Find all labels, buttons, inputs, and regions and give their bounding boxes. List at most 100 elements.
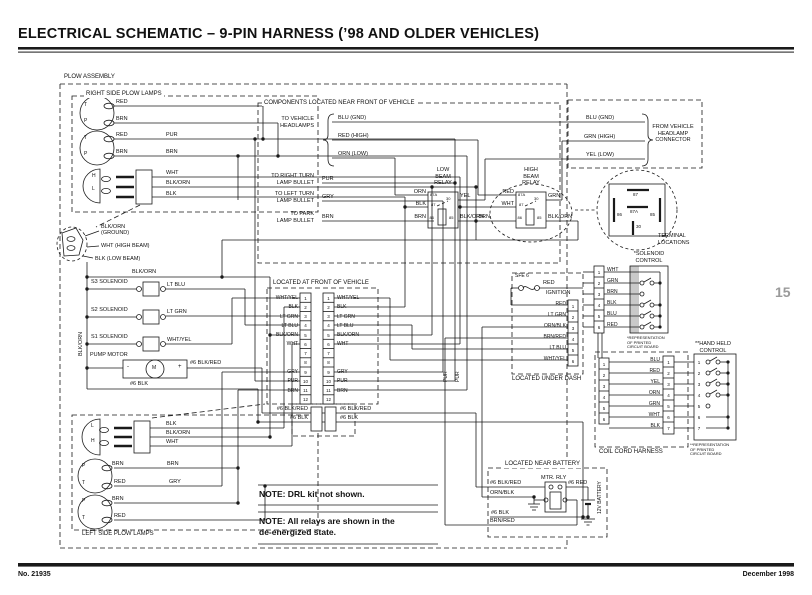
components-box <box>257 102 645 264</box>
front-connector <box>258 139 583 437</box>
wire-label: GRY <box>169 479 181 485</box>
relay-pin: 30 <box>446 195 451 201</box>
to-headlamps-label: TO VEHICLE HEADLAMPS <box>280 116 314 129</box>
low-beam-label: BLK (LOW BEAM) <box>95 256 141 262</box>
relay-pin: 85 <box>537 214 542 220</box>
front-right-wires-top: WHT/YEL BLK LT GRN LT BLU BLK/ORN WHT <box>337 295 360 348</box>
wire-label: BRN <box>112 461 124 467</box>
battery-area <box>445 413 608 538</box>
relay-pin: 85 <box>449 214 454 220</box>
high-beam-relay <box>221 140 645 277</box>
wire-label: #6 BLK <box>340 415 359 421</box>
to-left-turn-label: TO LEFT TURN LAMP BULLET <box>274 191 314 204</box>
solenoids-and-pump <box>122 281 188 379</box>
to-park-label: TO PARK LAMP BULLET <box>276 211 314 224</box>
note-relays: NOTE: All relays are shown in the de-ene… <box>259 516 395 537</box>
right-lamps-label: RIGHT SIDE PLOW LAMPS <box>84 91 164 98</box>
wire-label: BLK <box>166 420 177 427</box>
plow-assembly-outline <box>59 83 568 549</box>
page-number: 15 <box>775 284 791 300</box>
wire-label: BRN <box>116 116 128 122</box>
wire-label: BLU (GND) <box>586 114 615 121</box>
wire-label: #6 BLK/RED <box>276 406 308 412</box>
solenoid-control-title: *SOLENOID CONTROL <box>633 251 665 264</box>
wire-label: #6 BLK/RED <box>340 406 372 412</box>
motor-plus: + <box>178 364 182 370</box>
wire-label: BLK/ORN <box>166 429 191 436</box>
headlamp-h: H <box>92 173 96 179</box>
fuse-label: SFE 6 <box>515 273 529 279</box>
wire-label: BRN/RED <box>490 517 515 524</box>
terminal-pin: 86 <box>617 212 623 217</box>
headlamp-h: H <box>91 438 95 444</box>
wire-label: BRN <box>166 149 178 155</box>
ignition-label: IGNITION <box>546 290 571 296</box>
wire-label: #6 BLK/RED <box>190 360 222 366</box>
wire-label: RED <box>543 280 555 286</box>
relay-pin: 87 <box>519 201 524 207</box>
wire-label: LT BLU <box>167 281 186 288</box>
terminal-locations <box>575 169 678 251</box>
note-rules <box>258 484 438 545</box>
terminal-pin: 30 <box>636 224 642 229</box>
connector-pin-numbers: 1 2 3 4 5 6 7 8 9 10 11 12 <box>302 295 308 403</box>
low-beam-relay <box>405 158 645 240</box>
wire-label: #6 BLK/RED <box>490 479 522 486</box>
wire-label: #6 BLK <box>289 415 308 421</box>
motor-relay-label: MTR. RLY <box>541 474 567 481</box>
wire-label: RED <box>114 479 126 485</box>
wire-label: WHT <box>166 439 179 445</box>
terminal-pin: 87A <box>630 208 639 214</box>
high-relay-label: HIGH BEAM RELAY <box>522 167 540 186</box>
connector-pin-numbers: 1 2 3 4 5 6 <box>602 362 606 422</box>
wire-label: RED <box>502 188 514 195</box>
wire-label: #6 BLK <box>491 509 510 516</box>
wire-label: WHT <box>166 170 179 176</box>
coil-cord-harness <box>594 333 694 448</box>
wire-label: #6 RED <box>568 479 588 486</box>
wire-label: BRN <box>478 214 490 220</box>
lamp3-p: P <box>82 463 86 469</box>
wire-label: BLK <box>166 190 177 197</box>
pcb-note: **REPRESENTATION OF PRINTED CIRCUIT BOAR… <box>690 442 730 457</box>
s1-label: S1 SOLENOID <box>91 334 128 340</box>
connector-pin-numbers: 1 2 3 4 5 6 7 <box>697 360 701 431</box>
wire-label: GRY <box>322 193 334 200</box>
relay-pin: 86 <box>517 214 522 220</box>
lamp1-t: T <box>84 102 88 108</box>
coil-cord-wires: BLU RED YEL ORN GRN WHT BLK <box>648 356 660 429</box>
note-drl: NOTE: DRL kit not shown. <box>259 489 365 499</box>
lamp2-p: P <box>84 151 88 157</box>
low-relay-label: LOW BEAM RELAY <box>434 167 452 186</box>
wire-label: GRN (HIGH) <box>584 133 616 140</box>
ground-label: BLK/ORN (GROUND) <box>101 224 130 237</box>
wire-label: #6 BLK <box>130 381 149 387</box>
wire-label: BLK <box>415 200 426 207</box>
hand-held-title: **HAND HELD CONTROL <box>694 341 732 354</box>
wire-label: BLK/ORN <box>166 180 191 186</box>
wire-label-vertical: PUR <box>455 371 461 382</box>
wire-label: RED <box>116 99 128 105</box>
relay-pin: 87 <box>431 201 436 207</box>
front-connector-label: LOCATED AT FRONT OF VEHICLE <box>271 280 371 287</box>
under-dash-label: LOCATED UNDER DASH <box>512 376 582 382</box>
lamp4-t: T <box>82 515 86 521</box>
connector-pin-numbers: 1 2 3 4 5 6 7 8 9 10 11 12 <box>325 295 331 403</box>
front-left-wires-bottom: GRY PUR BRN <box>287 369 298 394</box>
doc-number: No. 21935 <box>18 571 51 578</box>
terminal-pin: 87 <box>633 191 639 197</box>
wire-label: LT GRN <box>167 309 187 315</box>
battery-area-label: LOCATED NEAR BATTERY <box>503 461 583 468</box>
wire-label: ORN/BLK <box>490 489 515 496</box>
wire-label: YEL (LOW) <box>586 151 614 158</box>
wire-label: YEL <box>460 192 471 199</box>
left-plow-lamps <box>77 418 151 530</box>
wire-label: BLK/ORN <box>548 214 573 220</box>
connector-pin-numbers: 1 2 3 4 5 6 <box>571 303 575 364</box>
headlamp-l: L <box>92 186 95 192</box>
plow-wires <box>86 105 476 521</box>
solenoid-control <box>583 265 669 334</box>
relay-pin: 30 <box>534 195 539 201</box>
